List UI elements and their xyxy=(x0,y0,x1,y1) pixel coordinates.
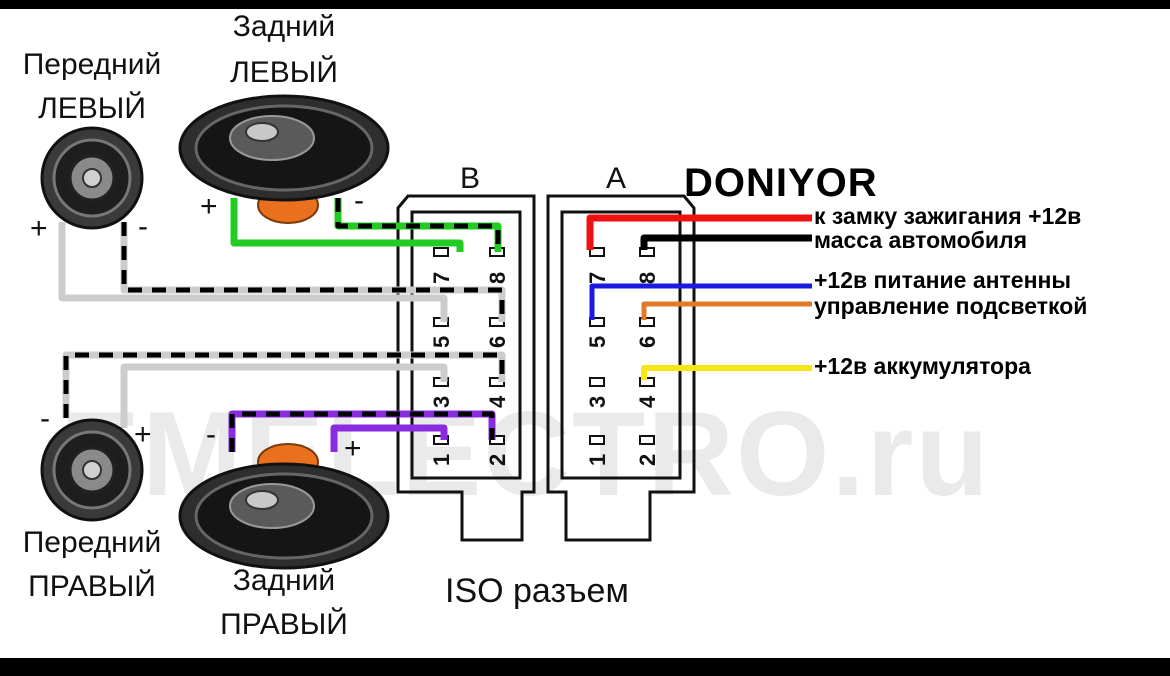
pin-number: 5 xyxy=(585,336,610,348)
front-left-label-line2: ЛЕВЫЙ xyxy=(38,91,146,125)
wire-front-left-minus-stripe xyxy=(121,222,505,322)
pin-b7: 7 xyxy=(429,247,454,284)
pin-number: 3 xyxy=(429,396,454,408)
diagram-background xyxy=(0,9,1170,658)
pin-socket xyxy=(589,377,605,387)
pin-a5: 5 xyxy=(585,317,610,348)
speaker-wires xyxy=(58,198,506,452)
wire-rear-right-plus xyxy=(330,424,448,452)
pin-socket xyxy=(589,317,605,327)
rear-left-minus-sign: - xyxy=(354,184,364,217)
wire-front-right-minus-stripe xyxy=(63,352,505,418)
pin-a7: 7 xyxy=(585,247,610,284)
rear-left-label-line2: ЛЕВЫЙ xyxy=(230,55,338,89)
wire-label-ground: масса автомобиля xyxy=(814,227,1027,253)
wire-rear-right-minus-stripe xyxy=(229,411,495,452)
wire-ignition xyxy=(586,214,812,250)
wire-front-left-plus xyxy=(58,222,448,322)
connector-b-label: B xyxy=(460,162,480,195)
connector-a-label: A xyxy=(606,162,626,195)
connector-block-a-inner xyxy=(560,210,682,480)
pins-block-a: 7 8 5 6 3 4 1 2 xyxy=(585,247,660,466)
pin-number: 2 xyxy=(485,454,510,466)
pin-socket xyxy=(639,435,655,445)
front-right-label-line1: Передний xyxy=(23,526,162,559)
wire-rear-left-minus-stripe xyxy=(335,198,501,252)
wire-rear-left-plus xyxy=(230,198,464,252)
wire-label-ignition: к замку зажигания +12в xyxy=(814,203,1081,229)
pin-socket xyxy=(433,247,449,257)
connector-block-b xyxy=(396,194,536,542)
wire-battery xyxy=(641,365,812,380)
wire-front-right-plus xyxy=(120,363,448,428)
pin-number: 2 xyxy=(635,454,660,466)
brand-title: DONIYOR xyxy=(684,161,878,205)
pin-socket xyxy=(639,317,655,327)
rear-left-plus-sign: + xyxy=(200,190,218,223)
rear-right-label-line1: Задний xyxy=(233,564,335,597)
front-right-plus-sign: + xyxy=(134,418,152,451)
pin-number: 1 xyxy=(429,454,454,466)
front-left-plus-sign: + xyxy=(30,212,48,245)
pin-number: 7 xyxy=(585,272,610,284)
pin-b6: 6 xyxy=(485,317,510,348)
rear-left-label-line1: Задний xyxy=(233,10,335,43)
pin-number: 4 xyxy=(635,395,660,408)
rear-right-minus-sign: - xyxy=(206,418,216,451)
wire-label-battery: +12в аккумулятора xyxy=(814,353,1031,379)
pin-number: 5 xyxy=(429,336,454,348)
connector-block-b-inner xyxy=(410,210,522,480)
wire-label-illumination: управление подсветкой xyxy=(814,293,1087,319)
wire-label-antenna: +12в питание антенны xyxy=(814,267,1071,293)
wire-illumination xyxy=(641,301,812,320)
iso-connector xyxy=(396,194,696,542)
pin-socket xyxy=(589,247,605,257)
pin-a2: 2 xyxy=(635,435,660,466)
pin-a6: 6 xyxy=(635,317,660,348)
speaker-rear-left-icon xyxy=(178,94,390,224)
connector-title: ISO разъем xyxy=(445,572,629,610)
pin-number: 3 xyxy=(585,396,610,408)
power-wires xyxy=(586,214,812,380)
front-left-label-line1: Передний xyxy=(23,48,162,81)
pin-number: 7 xyxy=(429,272,454,284)
wire-ground xyxy=(640,234,812,250)
pin-number: 6 xyxy=(485,336,510,348)
rear-right-plus-sign: + xyxy=(344,432,362,465)
pin-socket xyxy=(589,435,605,445)
pin-number: 4 xyxy=(485,395,510,408)
pin-number: 8 xyxy=(635,272,660,284)
pin-number: 1 xyxy=(585,454,610,466)
pin-a1: 1 xyxy=(585,435,610,466)
pin-number: 6 xyxy=(635,336,660,348)
front-right-minus-sign: - xyxy=(40,402,50,435)
wire-antenna xyxy=(589,283,812,320)
speaker-rear-right-icon xyxy=(178,443,390,570)
connector-block-a xyxy=(546,194,696,542)
pin-number: 8 xyxy=(485,272,510,284)
speaker-front-right-icon xyxy=(40,418,144,522)
front-left-minus-sign: - xyxy=(138,210,148,243)
pin-a3: 3 xyxy=(585,377,610,408)
front-right-label-line2: ПРАВЫЙ xyxy=(28,569,156,603)
speaker-front-left-icon xyxy=(40,126,144,230)
rear-right-label-line2: ПРАВЫЙ xyxy=(220,607,348,641)
